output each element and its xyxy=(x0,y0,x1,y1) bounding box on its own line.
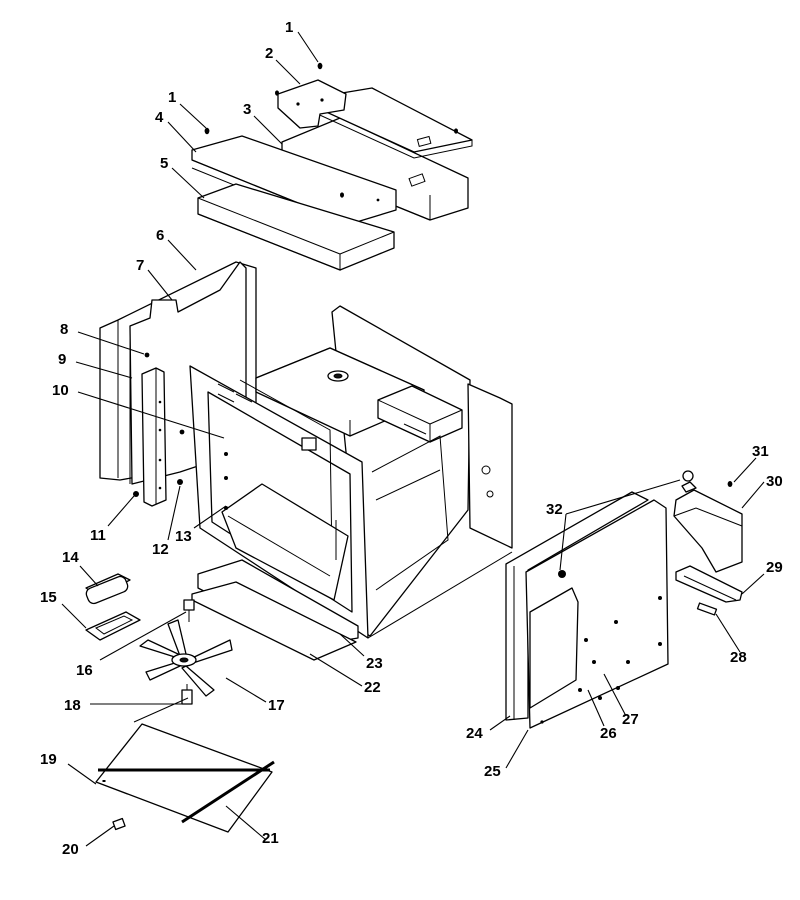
screw-31 xyxy=(727,481,733,487)
callout-9: 9 xyxy=(58,351,66,368)
screw-1-left xyxy=(204,127,210,135)
convection-fan-blade xyxy=(139,619,233,697)
clip-12 xyxy=(177,479,183,485)
top-insulation-panel-front xyxy=(197,183,395,271)
callout-23: 23 xyxy=(366,655,383,672)
callout-6: 6 xyxy=(156,227,164,244)
callout-25: 25 xyxy=(484,763,501,780)
leader-lines xyxy=(61,31,765,847)
callout-13: 13 xyxy=(175,528,192,545)
fan-nut xyxy=(183,599,195,622)
callout-2: 2 xyxy=(265,45,273,62)
clip xyxy=(179,429,185,435)
callout-22: 22 xyxy=(364,679,381,696)
screw-1-top xyxy=(317,62,323,70)
callout-31: 31 xyxy=(752,443,769,460)
side-insulation-right xyxy=(505,491,649,721)
clip-20 xyxy=(112,817,126,831)
callout-14: 14 xyxy=(62,549,79,566)
oven-rack-gasket xyxy=(95,697,275,833)
fan-shaft-bolt xyxy=(181,684,193,705)
callout-12: 12 xyxy=(152,541,169,558)
callouts: 1 1 2 3 4 5 6 7 8 9 10 11 12 13 14 15 16… xyxy=(40,19,783,858)
callout-11: 11 xyxy=(90,527,106,544)
callout-5: 5 xyxy=(160,155,168,172)
callout-7: 7 xyxy=(136,257,144,274)
callout-10: 10 xyxy=(52,382,69,399)
light-frame xyxy=(85,611,141,641)
callout-28: 28 xyxy=(730,649,747,666)
callout-16: 16 xyxy=(76,662,93,679)
light-lens xyxy=(85,573,131,605)
callout-17: 17 xyxy=(268,697,285,714)
clip-11 xyxy=(133,491,139,497)
hinge-pin-28 xyxy=(696,602,718,616)
callout-26: 26 xyxy=(600,725,617,742)
callout-32: 32 xyxy=(546,501,563,518)
callout-1-left: 1 xyxy=(168,89,176,106)
side-rail xyxy=(141,367,167,507)
callout-20: 20 xyxy=(62,841,79,858)
callout-24: 24 xyxy=(466,725,483,742)
top-bracket xyxy=(277,79,347,129)
bottom-plate xyxy=(191,581,357,661)
side-panel-right xyxy=(525,499,669,729)
callout-29: 29 xyxy=(766,559,783,576)
callout-21: 21 xyxy=(262,830,279,847)
callout-18: 18 xyxy=(64,697,81,714)
callout-19: 19 xyxy=(40,751,57,768)
callout-3: 3 xyxy=(243,101,251,118)
callout-4: 4 xyxy=(155,109,164,126)
screw xyxy=(340,192,344,198)
callout-1-top: 1 xyxy=(285,19,293,36)
callout-30: 30 xyxy=(766,473,783,490)
screw xyxy=(275,90,279,96)
bracket-30 xyxy=(673,489,743,573)
callout-27: 27 xyxy=(622,711,639,728)
bracket-32-clip xyxy=(681,470,697,493)
callout-15: 15 xyxy=(40,589,57,606)
hinge-29 xyxy=(675,565,743,603)
screw xyxy=(454,128,458,134)
callout-8: 8 xyxy=(60,321,68,338)
oven-cavity xyxy=(189,305,513,639)
